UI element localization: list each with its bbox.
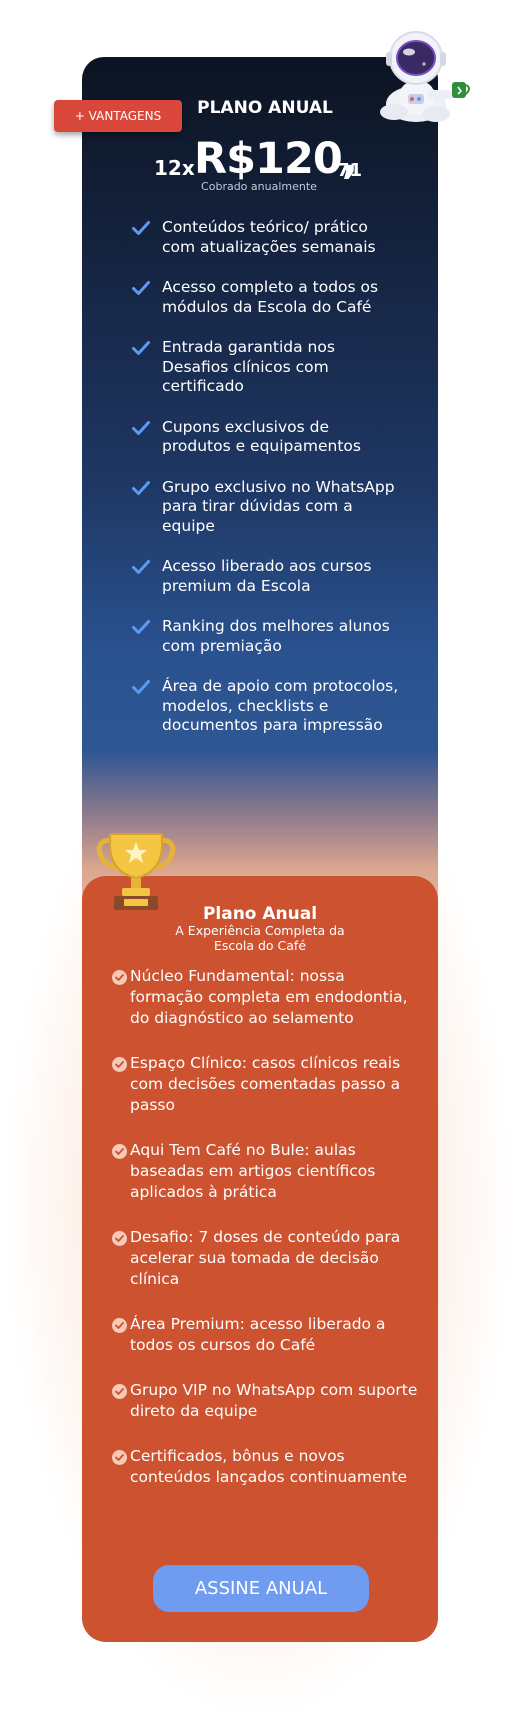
check-icon xyxy=(132,560,150,574)
feature-text: Acesso completo a todos os módulos da Es… xyxy=(162,278,379,316)
installments-count: 12x xyxy=(154,156,195,180)
feature-item: Área de apoio com protocolos, modelos, c… xyxy=(132,677,402,736)
feature-item: Acesso completo a todos os módulos da Es… xyxy=(132,278,402,317)
check-icon xyxy=(132,341,150,355)
plan-card-subtitle: A Experiência Completa da Escola do Café xyxy=(175,923,345,953)
annual-plan-pricing-card xyxy=(82,57,438,937)
check-circle-icon xyxy=(112,1384,127,1399)
feature-text: Cupons exclusivos de produtos e equipame… xyxy=(162,417,361,456)
check-circle-icon xyxy=(112,1231,127,1246)
price-value: R$120, xyxy=(194,134,358,184)
feature-item: Grupo exclusivo no WhatsApp para tirar d… xyxy=(132,478,402,537)
check-icon xyxy=(132,480,150,495)
benefit-text: Espaço Clínico: casos clínicos reais com… xyxy=(130,1054,401,1114)
feature-list: Conteúdos teórico/ prático com atualizaç… xyxy=(132,218,402,736)
feature-item: Acesso liberado aos cursos premium da Es… xyxy=(132,557,402,596)
check-icon xyxy=(132,221,150,235)
check-icon xyxy=(132,281,150,295)
benefit-text: Área Premium: acesso liberado a todos os… xyxy=(130,1315,386,1354)
feature-item: Ranking dos melhores alunos com premiaçã… xyxy=(132,617,402,656)
benefit-text: Núcleo Fundamental: nossa formação compl… xyxy=(130,967,408,1027)
feature-text: Ranking dos melhores alunos com premiaçã… xyxy=(162,617,390,655)
check-circle-icon xyxy=(112,1057,127,1072)
benefit-text: Certificados, bônus e novos conteúdos la… xyxy=(130,1447,407,1486)
benefit-list: Núcleo Fundamental: nossa formação compl… xyxy=(112,966,422,1488)
check-icon xyxy=(132,420,150,435)
advantages-badge: + VANTAGENS xyxy=(54,100,182,132)
feature-item: Cupons exclusivos de produtos e equipame… xyxy=(132,418,402,457)
price-cents: 71 xyxy=(337,160,363,181)
feature-text: Acesso liberado aos cursos premium da Es… xyxy=(162,557,372,595)
benefit-item: Espaço Clínico: casos clínicos reais com… xyxy=(112,1053,422,1116)
billing-note: Cobrado anualmente xyxy=(201,180,317,193)
check-circle-icon xyxy=(112,1318,127,1333)
plan-title: PLANO ANUAL xyxy=(197,98,333,118)
check-circle-icon xyxy=(112,1144,127,1159)
check-circle-icon xyxy=(112,1450,127,1465)
trophy-icon xyxy=(96,833,176,910)
benefit-item: Área Premium: acesso liberado a todos os… xyxy=(112,1314,422,1356)
subscribe-annual-button[interactable]: ASSINE ANUAL xyxy=(153,1565,369,1612)
benefit-text: Grupo VIP no WhatsApp com suporte direto… xyxy=(130,1381,418,1420)
benefit-item: Aqui Tem Café no Bule: aulas baseadas em… xyxy=(112,1140,422,1203)
check-icon xyxy=(132,680,150,694)
check-circle-icon xyxy=(112,970,127,985)
benefit-item: Certificados, bônus e novos conteúdos la… xyxy=(112,1446,422,1488)
feature-text: Entrada garantida nos Desafios clínicos … xyxy=(162,338,335,395)
benefit-item: Grupo VIP no WhatsApp com suporte direto… xyxy=(112,1380,422,1422)
feature-item: Entrada garantida nos Desafios clínicos … xyxy=(132,338,402,397)
plan-card-title: Plano Anual xyxy=(202,904,318,924)
feature-text: Área de apoio com protocolos, modelos, c… xyxy=(162,677,399,734)
benefit-text: Desafio: 7 doses de conteúdo para aceler… xyxy=(130,1228,401,1288)
astronaut-icon xyxy=(380,31,470,122)
feature-text: Grupo exclusivo no WhatsApp para tirar d… xyxy=(162,477,395,535)
feature-item: Conteúdos teórico/ prático com atualizaç… xyxy=(132,218,402,257)
benefit-text: Aqui Tem Café no Bule: aulas baseadas em… xyxy=(130,1141,376,1201)
benefit-item: Desafio: 7 doses de conteúdo para aceler… xyxy=(112,1227,422,1290)
check-icon xyxy=(132,620,150,634)
feature-text: Conteúdos teórico/ prático com atualizaç… xyxy=(162,218,376,256)
annual-plan-details-card xyxy=(82,876,438,1642)
price: 12x R$120, 71 xyxy=(154,134,384,184)
benefit-item: Núcleo Fundamental: nossa formação compl… xyxy=(112,966,422,1029)
